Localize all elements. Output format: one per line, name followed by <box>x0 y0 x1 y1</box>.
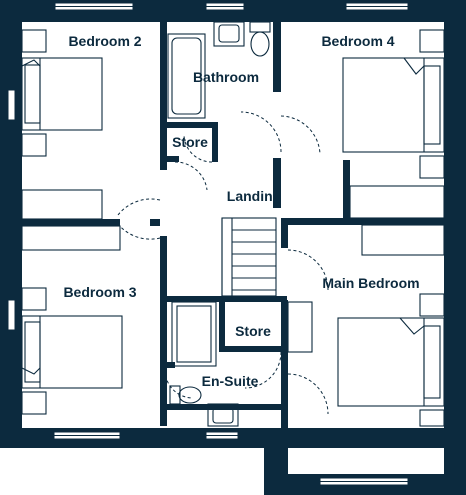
shower-icon <box>171 301 217 367</box>
room-label-bathroom: Bathroom <box>193 69 259 85</box>
room-label-en-suite: En-Suite <box>202 373 259 389</box>
toilet-icon <box>169 385 202 405</box>
dresser <box>287 301 313 353</box>
room-label-bedroom-2: Bedroom 2 <box>68 33 141 49</box>
room-label-landing: Landing <box>227 188 281 204</box>
bed-icon <box>337 293 445 427</box>
wardrobe <box>361 224 445 256</box>
bed-icon <box>21 29 103 157</box>
staircase <box>221 217 277 297</box>
sink-icon <box>207 403 239 427</box>
room-label-bedroom-4: Bedroom 4 <box>321 33 394 49</box>
doors <box>117 111 329 415</box>
bathtub-icon <box>167 33 206 119</box>
toilet-icon <box>249 21 271 57</box>
sink-icon <box>213 21 245 47</box>
bed-icon <box>342 29 445 179</box>
wardrobe <box>21 225 121 251</box>
bed-icon <box>21 287 123 415</box>
room-label-bedroom-3: Bedroom 3 <box>63 284 136 300</box>
wardrobe <box>21 189 103 220</box>
wardrobe <box>349 185 445 219</box>
room-label-main-bedroom: Main Bedroom <box>322 275 419 291</box>
room-label-store-upper: Store <box>172 134 208 150</box>
room-label-store-lower: Store <box>235 323 271 339</box>
windows <box>7 2 409 486</box>
